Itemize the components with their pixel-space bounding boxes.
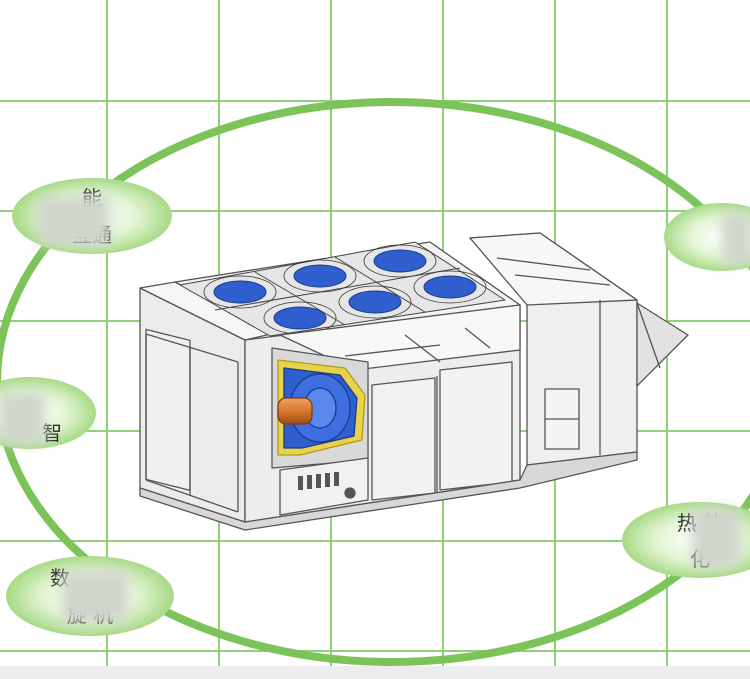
bubble-bottom-right: 热 效 化: [622, 502, 750, 578]
fan-icon: [293, 264, 347, 288]
fan-icon: [213, 280, 267, 304]
bottom-strip: [0, 666, 750, 679]
bubble-top-right: [664, 203, 750, 271]
fan-icon: [373, 249, 427, 273]
motor: [277, 397, 313, 425]
fan-icon: [273, 306, 327, 330]
bubble-bottom-left: 数 旋 机: [6, 556, 174, 636]
bubble-middle-left-line2: 智: [42, 421, 62, 445]
green-ring: [0, 98, 750, 666]
fan-icons: [213, 249, 477, 330]
fan-icon: [348, 290, 402, 314]
air-conditioning-unit-illustration: [139, 232, 689, 531]
fan-icon: [423, 275, 477, 299]
bubble-middle-left: 智: [0, 377, 96, 449]
bubble-top-left: 能 互通: [12, 178, 172, 254]
